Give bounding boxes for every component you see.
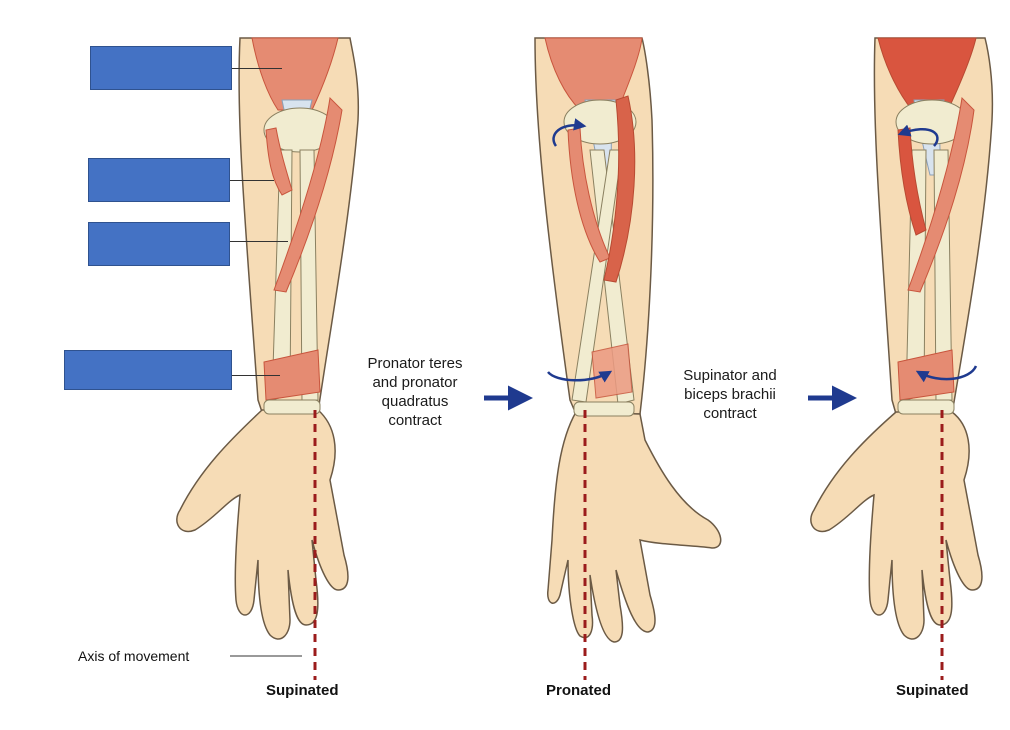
caption-line: contract <box>703 405 757 422</box>
caption-line: quadratus <box>381 393 449 410</box>
leader-line-pronator-teres <box>230 241 288 242</box>
stage-title-supinated-right: Supinated <box>896 682 969 699</box>
caption-pronation: Pronator teres and pronator quadratus co… <box>352 354 478 430</box>
supinator-muscle <box>265 127 293 196</box>
leader-line-biceps <box>232 68 282 69</box>
pronator-teres-muscle <box>273 96 343 293</box>
label-box-biceps[interactable] <box>90 46 232 90</box>
label-box-pronator-quadratus[interactable] <box>64 350 232 390</box>
hand-skin <box>176 409 349 640</box>
pronator-quadratus-muscle <box>263 349 321 401</box>
wrist-bones <box>263 399 321 415</box>
pronator-quadratus-muscle <box>591 343 633 399</box>
wrist-bones <box>897 399 955 415</box>
rotation-arrow-elbow <box>552 118 587 147</box>
caption-line: and pronator <box>372 374 458 391</box>
hand-skin <box>810 411 983 640</box>
rotation-arrow-wrist <box>547 370 613 383</box>
caption-line: biceps brachii <box>684 386 776 403</box>
arm-pronated-middle <box>534 37 722 680</box>
label-box-supinator[interactable] <box>88 158 230 202</box>
caption-line: contract <box>388 412 442 429</box>
wrist-bones <box>573 401 635 417</box>
leader-line-supinator <box>230 180 274 181</box>
arm-supinated-right <box>810 37 994 680</box>
supinator-muscle <box>897 127 927 236</box>
pronator-teres-muscle <box>603 95 636 283</box>
leader-line-pronator-quadratus <box>232 375 280 376</box>
rotation-arrow-wrist <box>915 365 978 383</box>
arm-supinated-left <box>176 37 360 680</box>
axis-of-movement-label: Axis of movement <box>78 648 190 664</box>
caption-line: Pronator teres <box>367 355 463 372</box>
rotation-arrow-elbow <box>897 124 939 147</box>
stage-title-pronated: Pronated <box>546 682 612 699</box>
label-box-pronator-teres[interactable] <box>88 222 230 266</box>
pronator-teres-muscle <box>907 96 975 293</box>
caption-line: Supinator and <box>683 367 777 384</box>
stage-title-supinated-left: Supinated <box>266 682 339 699</box>
caption-supination: Supinator and biceps brachii contract <box>668 366 792 423</box>
hand-skin <box>547 411 722 643</box>
